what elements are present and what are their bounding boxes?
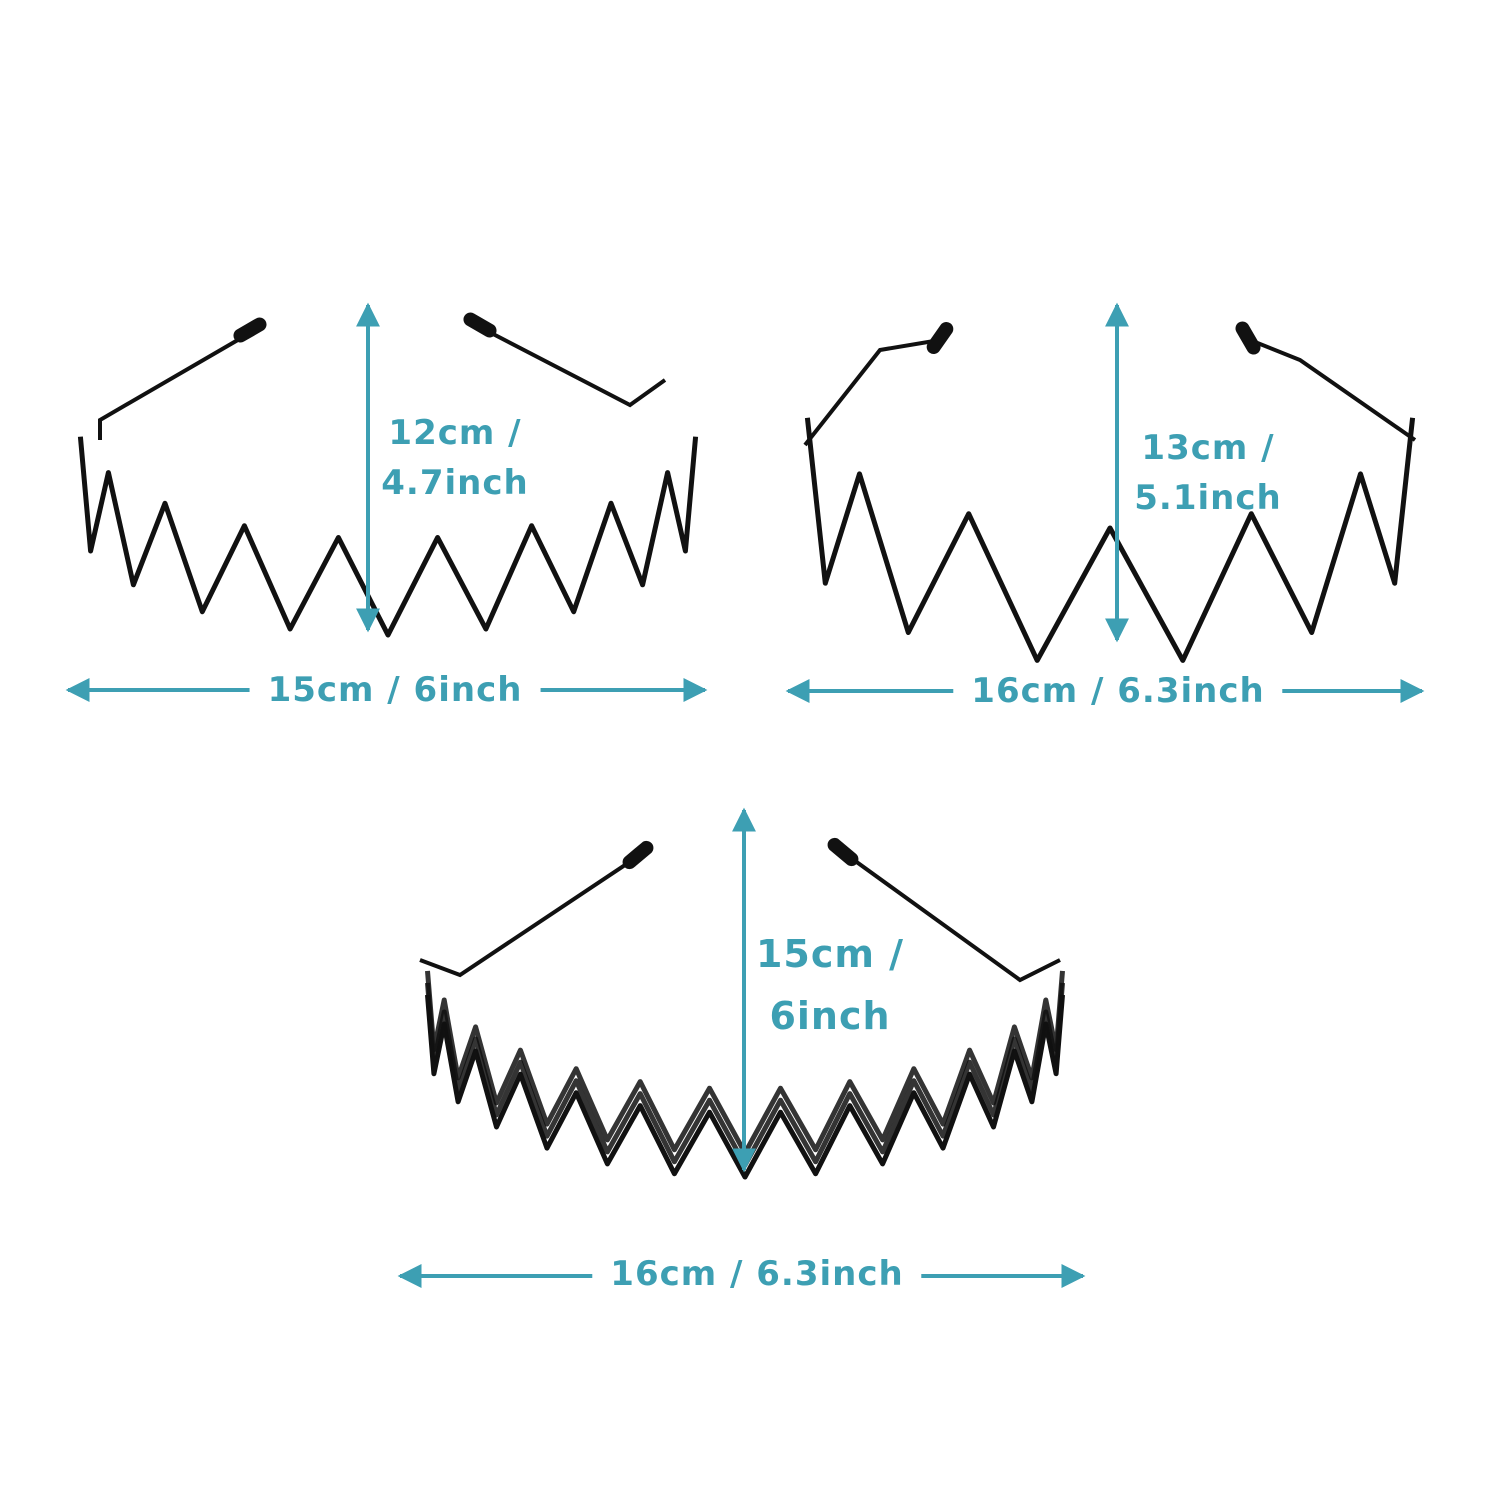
headband-3 (419, 837, 1065, 1180)
headband-2 (803, 321, 1417, 663)
height-label-3: 15cm / 6inch (756, 923, 904, 1047)
height-label-2-line-2: 5.1inch (1134, 478, 1282, 518)
headband-1-left-tip-cap (233, 317, 267, 343)
height-label-3-line-1: 15cm / (755, 932, 905, 976)
headband-3-right-arm (838, 848, 1061, 983)
height-label-1: 12cm / 4.7inch (381, 408, 528, 508)
headband-2-right-tip (1235, 321, 1261, 355)
headband-1-right-tip (463, 312, 497, 338)
height-label-3-line-2: 6inch (769, 994, 891, 1038)
headband-2-left-arm (803, 338, 941, 447)
height-label-2: 13cm / 5.1inch (1134, 423, 1281, 523)
headband-3-right-tip-cap (827, 837, 859, 867)
width-label-1: 15cm / 6inch (249, 670, 541, 710)
headband-2-wave-1 (804, 417, 1416, 663)
height-label-2-line-1: 13cm / (1141, 428, 1275, 468)
headband-3-left-arm (419, 853, 642, 978)
headband-2-right-tip-cap (1235, 321, 1261, 355)
headband-1-right-arm (469, 320, 667, 408)
headband-1-wave-1 (77, 436, 699, 638)
headband-1-left-arm (98, 328, 257, 440)
height-label-1-line-1: 12cm / (388, 413, 522, 453)
headband-1-right-tip-cap (463, 312, 497, 338)
width-label-2: 16cm / 6.3inch (953, 671, 1283, 711)
headband-3-left-tip-cap (622, 840, 654, 870)
headband-1 (77, 312, 699, 638)
headband-3-right-tip (827, 837, 859, 867)
height-label-1-line-2: 4.7inch (381, 463, 529, 503)
headband-1-left-tip (233, 317, 267, 343)
headband-2-right-arm (1249, 338, 1417, 442)
headband-2-left-tip (926, 321, 954, 355)
width-label-3: 16cm / 6.3inch (592, 1254, 922, 1294)
headband-2-left-tip-cap (926, 321, 954, 355)
headband-3-left-tip (622, 840, 654, 870)
headband-3-wave-1 (425, 994, 1065, 1180)
